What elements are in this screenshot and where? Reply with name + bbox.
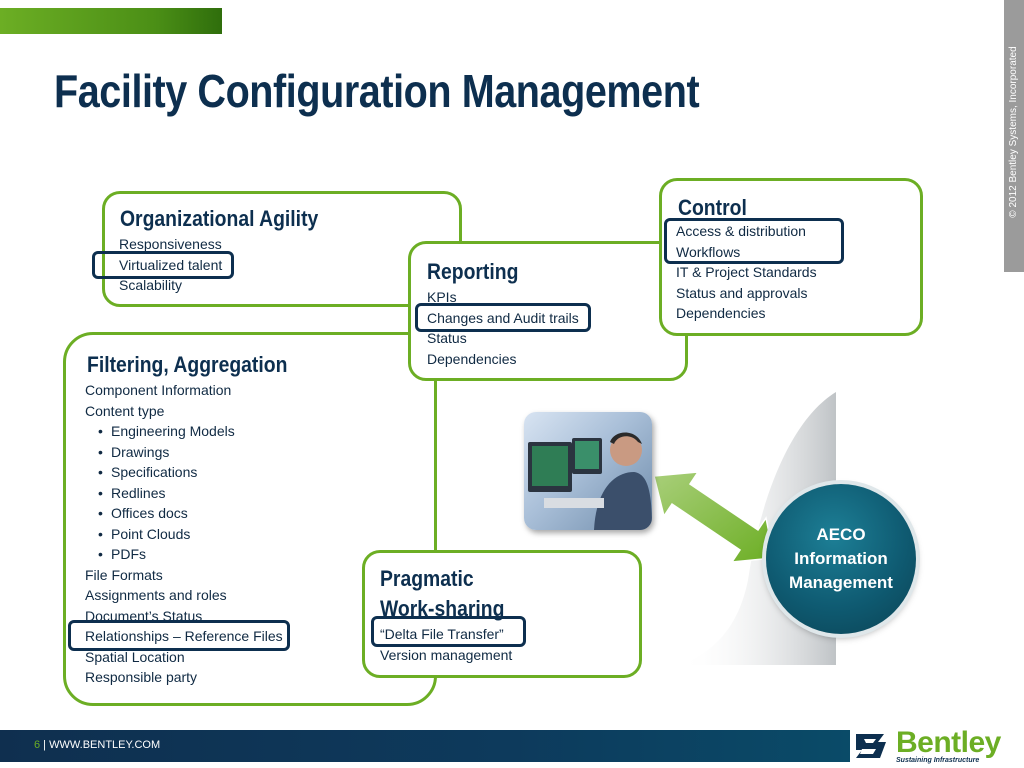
list-item: Spatial Location <box>85 648 185 665</box>
list-item: Status <box>427 330 467 346</box>
list-item: Dependencies <box>676 305 766 321</box>
list-item: Document’s Status <box>85 607 203 624</box>
pragmatic-box <box>362 550 642 678</box>
engineer-photo <box>524 412 652 530</box>
bullet-item: Offices docs <box>85 503 283 524</box>
highlight-delta-transfer <box>371 616 526 647</box>
pragmatic-list: “Delta File Transfer” Version management <box>380 624 512 665</box>
bullet-item: Point Clouds <box>85 524 283 545</box>
list-item: Virtualized talent <box>119 256 223 273</box>
highlight-access-workflows <box>664 218 844 264</box>
copyright-text: © 2012 Bentley Systems, Incorporated <box>1008 46 1019 218</box>
footer-link[interactable]: WWW.BENTLEY.COM <box>49 739 161 751</box>
double-arrow-icon <box>653 471 775 563</box>
bullet-item: Specifications <box>85 462 283 483</box>
reporting-list: KPIs Changes and Audit trails Status Dep… <box>427 287 579 369</box>
list-item: Access & distribution <box>676 223 806 239</box>
bentley-b-icon <box>854 730 890 762</box>
list-item: Changes and Audit trails <box>427 309 579 326</box>
page-title: Facility Configuration Management <box>54 65 700 117</box>
bullet-item: PDFs <box>85 544 283 565</box>
list-item: IT & Project Standards <box>676 264 817 280</box>
aeco-circle: AECO Information Management <box>766 484 916 634</box>
list-item: Relationships – Reference Files <box>85 628 283 644</box>
control-title: Control <box>678 195 747 220</box>
footer-separator: | <box>40 739 50 751</box>
pragmatic-title-line1: Pragmatic <box>380 566 474 591</box>
footer-bar <box>0 730 850 762</box>
highlight-relationships <box>68 620 290 651</box>
list-item: Content type <box>85 402 165 419</box>
top-accent-bar <box>0 8 222 34</box>
list-item: File Formats <box>85 566 163 583</box>
copyright-strip <box>1004 0 1024 272</box>
filtering-title: Filtering, Aggregation <box>87 352 288 377</box>
reporting-box <box>408 241 688 381</box>
list-item: Scalability <box>119 277 183 293</box>
control-box <box>659 178 923 336</box>
bullet-item: Redlines <box>85 483 283 504</box>
control-list: Access & distribution Workflows IT & Pro… <box>676 221 817 324</box>
list-item: Version management <box>380 646 513 663</box>
reporting-title: Reporting <box>427 259 519 284</box>
highlight-virtualized-talent <box>92 251 234 279</box>
aeco-label: AECO Information Management <box>789 525 893 592</box>
page-number: 6 <box>34 739 41 751</box>
footer-text: 6 | WWW.BENTLEY.COM <box>34 739 160 751</box>
logo-wordmark: Bentley <box>896 726 1001 759</box>
bullet-item: Drawings <box>85 442 283 463</box>
list-item: Component Information <box>85 382 232 398</box>
list-item: Responsible party <box>85 669 198 685</box>
list-item: “Delta File Transfer” <box>380 626 504 642</box>
list-item: Workflows <box>676 243 741 260</box>
list-item: Dependencies <box>427 350 517 367</box>
bentley-logo: Bentley Sustaining Infrastructure <box>852 724 1012 768</box>
filtering-list: Component Information Content type Engin… <box>85 380 283 688</box>
logo-tagline: Sustaining Infrastructure <box>896 757 980 764</box>
list-item: Assignments and roles <box>85 587 227 603</box>
agility-list: Responsiveness Virtualized talent Scalab… <box>119 234 222 296</box>
highlight-changes-audit <box>415 303 591 332</box>
list-item: Responsiveness <box>119 236 222 252</box>
list-item: Status and approvals <box>676 284 808 301</box>
list-item: KPIs <box>427 289 457 305</box>
agility-title: Organizational Agility <box>120 206 319 231</box>
bullet-item: Engineering Models <box>85 421 283 442</box>
